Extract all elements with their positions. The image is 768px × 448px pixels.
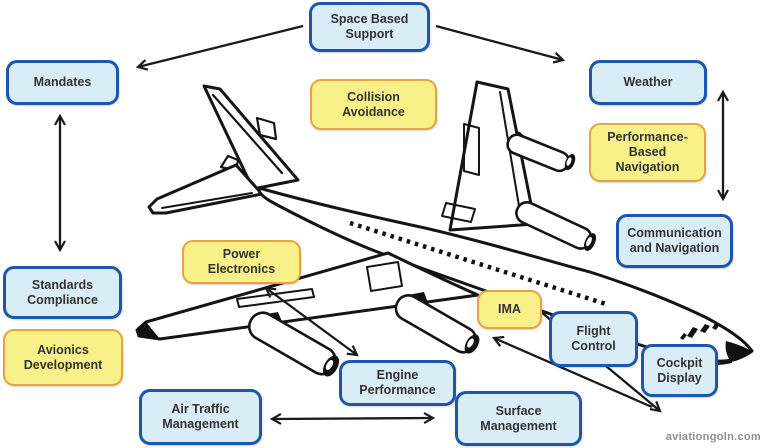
node-surface-management: Surface Management — [455, 391, 582, 446]
node-performance-based-navigation: Performance-Based Navigation — [589, 123, 706, 182]
airplane-window-dashes — [349, 220, 607, 307]
arrow-powerelec-engineperf — [264, 286, 359, 357]
node-air-traffic-management: Air Traffic Management — [139, 389, 262, 445]
arrow-ima-up — [491, 335, 653, 409]
airplane-nose — [725, 341, 753, 362]
airplane-cockpit-windows — [680, 322, 720, 340]
node-standards-compliance: Standards Compliance — [3, 266, 122, 319]
node-cockpit-display: Cockpit Display — [641, 344, 718, 397]
node-space-based-support: Space Based Support — [309, 2, 430, 52]
node-ima: IMA — [477, 290, 542, 329]
node-power-electronics: Power Electronics — [182, 240, 301, 284]
arrow-sbs-to-mandates — [135, 24, 304, 71]
watermark-text: aviationgoln.com — [665, 431, 761, 443]
node-flight-control: Flight Control — [549, 311, 638, 367]
node-avionics-development: Avionics Development — [3, 329, 123, 386]
node-weather: Weather — [589, 60, 707, 105]
node-communication-and-navigation: Communication and Navigation — [616, 214, 733, 268]
arrow-sbs-to-weather — [435, 24, 566, 64]
node-mandates: Mandates — [6, 60, 119, 105]
arrow-atm-surface — [269, 412, 436, 425]
airplane-right-engines — [506, 131, 597, 251]
node-collision-avoidance: Collision Avoidance — [310, 79, 437, 130]
node-engine-performance: Engine Performance — [339, 360, 456, 406]
